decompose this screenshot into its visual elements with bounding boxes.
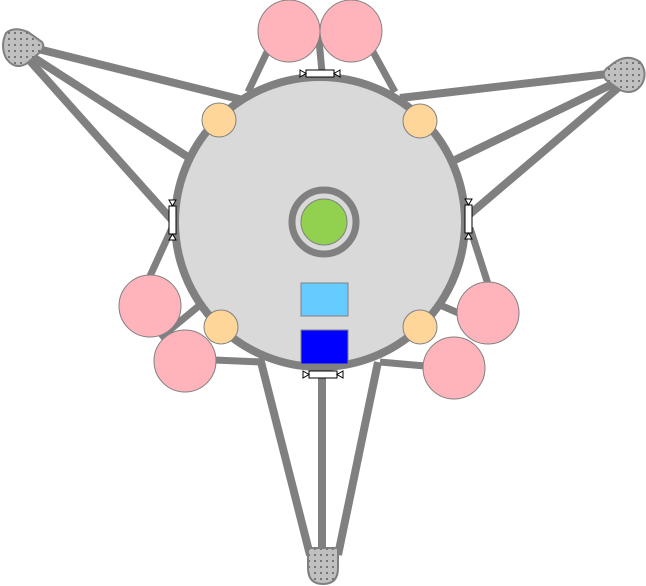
connector-right-body bbox=[464, 204, 473, 234]
pod-right-upper[interactable] bbox=[456, 281, 520, 345]
connector-left-bottom-cap bbox=[168, 233, 177, 241]
thruster-top-right[interactable] bbox=[402, 103, 438, 139]
anchor-bottom[interactable] bbox=[307, 547, 339, 586]
connector-right-top-cap bbox=[464, 198, 473, 206]
pod-right-lower[interactable] bbox=[422, 336, 486, 400]
connector-left-body bbox=[168, 205, 177, 235]
connector-top[interactable] bbox=[299, 69, 341, 78]
connector-right-bottom-cap bbox=[464, 232, 473, 240]
strut-tl-upper bbox=[21, 41, 244, 104]
pod-left-upper[interactable] bbox=[118, 274, 182, 338]
thruster-top-left[interactable] bbox=[201, 102, 237, 138]
tether-left-upper-pod bbox=[146, 226, 176, 278]
struts bbox=[19, 29, 628, 556]
strut-tr-upper bbox=[399, 68, 626, 102]
strut-bottom-right bbox=[334, 361, 382, 556]
tether-right-bottom-pod bbox=[379, 358, 426, 370]
strut-tr-side bbox=[467, 78, 628, 218]
pod-left-lower[interactable] bbox=[153, 329, 217, 393]
tether-top-left-pod bbox=[244, 50, 271, 94]
connector-bottom-body bbox=[308, 370, 338, 379]
pod-top-right[interactable] bbox=[319, 0, 383, 63]
connector-bottom-right-cap bbox=[336, 370, 344, 379]
connector-left-top-cap bbox=[168, 199, 177, 207]
buoyancy-pods bbox=[118, 0, 520, 400]
module-light[interactable] bbox=[300, 282, 349, 317]
tether-top-right-pod bbox=[368, 48, 399, 94]
connector-top-right-cap bbox=[333, 69, 341, 78]
core-node[interactable] bbox=[288, 186, 360, 258]
thruster-bottom-right[interactable] bbox=[402, 309, 438, 345]
connector-bottom-left-cap bbox=[302, 370, 310, 379]
strut-tr-lower bbox=[453, 74, 627, 164]
connector-left[interactable] bbox=[168, 199, 177, 241]
module-dark[interactable] bbox=[300, 329, 349, 365]
strut-tl-lower bbox=[19, 46, 191, 161]
core-light[interactable] bbox=[300, 198, 348, 246]
strut-bottom-left bbox=[256, 357, 314, 556]
connector-right[interactable] bbox=[464, 198, 473, 240]
tether-right-upper-pod bbox=[466, 226, 492, 286]
connector-top-body bbox=[305, 69, 335, 78]
thruster-bottom-left[interactable] bbox=[203, 309, 239, 345]
connector-bottom[interactable] bbox=[302, 370, 344, 379]
thrusters bbox=[201, 102, 438, 345]
pod-top-left[interactable] bbox=[257, 0, 321, 63]
strut-tl-side bbox=[19, 49, 175, 223]
tether-left-bottom-pod bbox=[213, 356, 263, 366]
anchor-right[interactable] bbox=[602, 56, 646, 93]
connector-top-left-cap bbox=[299, 69, 307, 78]
anchor-left[interactable] bbox=[2, 28, 45, 67]
